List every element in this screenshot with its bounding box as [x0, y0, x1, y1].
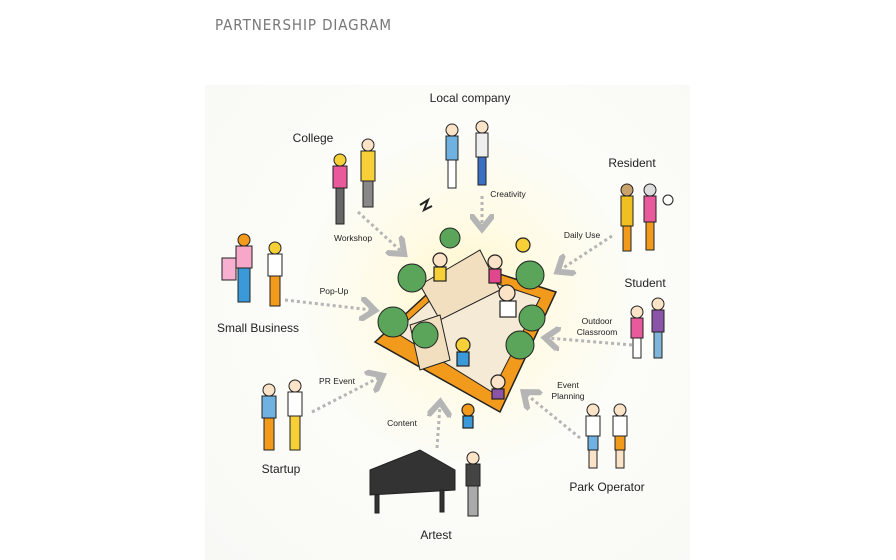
activity-label-event-line1: Event — [557, 380, 579, 390]
figure-resident — [620, 183, 674, 252]
figure-student — [630, 297, 665, 359]
activity-label-creativity: Creativity — [490, 189, 526, 199]
activity-label-event-line2: Planning — [551, 391, 585, 401]
activity-label-content: Content — [387, 418, 417, 428]
central-park-illustration — [373, 197, 558, 429]
partner-label-startup: Startup — [261, 462, 301, 476]
activity-label-workshop: Workshop — [333, 233, 373, 243]
figure-artest — [369, 449, 481, 517]
partner-label-student: Student — [624, 276, 666, 290]
partner-label-small-business: Small Business — [216, 321, 300, 335]
activity-label-outdoor-classroom: Outdoor Classroom — [577, 316, 618, 338]
activity-label-pop-up: Pop-Up — [319, 286, 349, 296]
figure-local-company — [445, 120, 489, 189]
arrow-outdoor-classroom — [548, 338, 633, 345]
arrow-daily-use — [560, 234, 613, 270]
arrow-pop-up — [284, 300, 372, 310]
partner-label-local-company: Local company — [429, 91, 511, 105]
arrow-pr-event — [311, 377, 380, 414]
diagram-title: PARTNERSHIP DIAGRAM — [215, 16, 392, 34]
figure-small-business — [221, 233, 283, 307]
activity-label-outdoor-line1: Outdoor — [581, 316, 613, 326]
activity-label-pr-event: PR Event — [319, 376, 355, 386]
figure-park-operator — [585, 403, 628, 469]
activity-label-outdoor-line2: Classroom — [576, 327, 618, 337]
partner-label-resident: Resident — [608, 156, 656, 170]
figure-startup — [261, 379, 303, 451]
arrow-content — [437, 405, 440, 449]
partner-label-park-operator: Park Operator — [569, 480, 645, 494]
activity-label-daily-use: Daily Use — [563, 230, 601, 240]
partner-label-artest: Artest — [420, 528, 452, 542]
partner-label-college: College — [292, 131, 334, 145]
activity-label-event-planning: Event Planning — [551, 380, 584, 402]
arrow-workshop — [356, 210, 402, 252]
figure-college — [332, 138, 376, 225]
